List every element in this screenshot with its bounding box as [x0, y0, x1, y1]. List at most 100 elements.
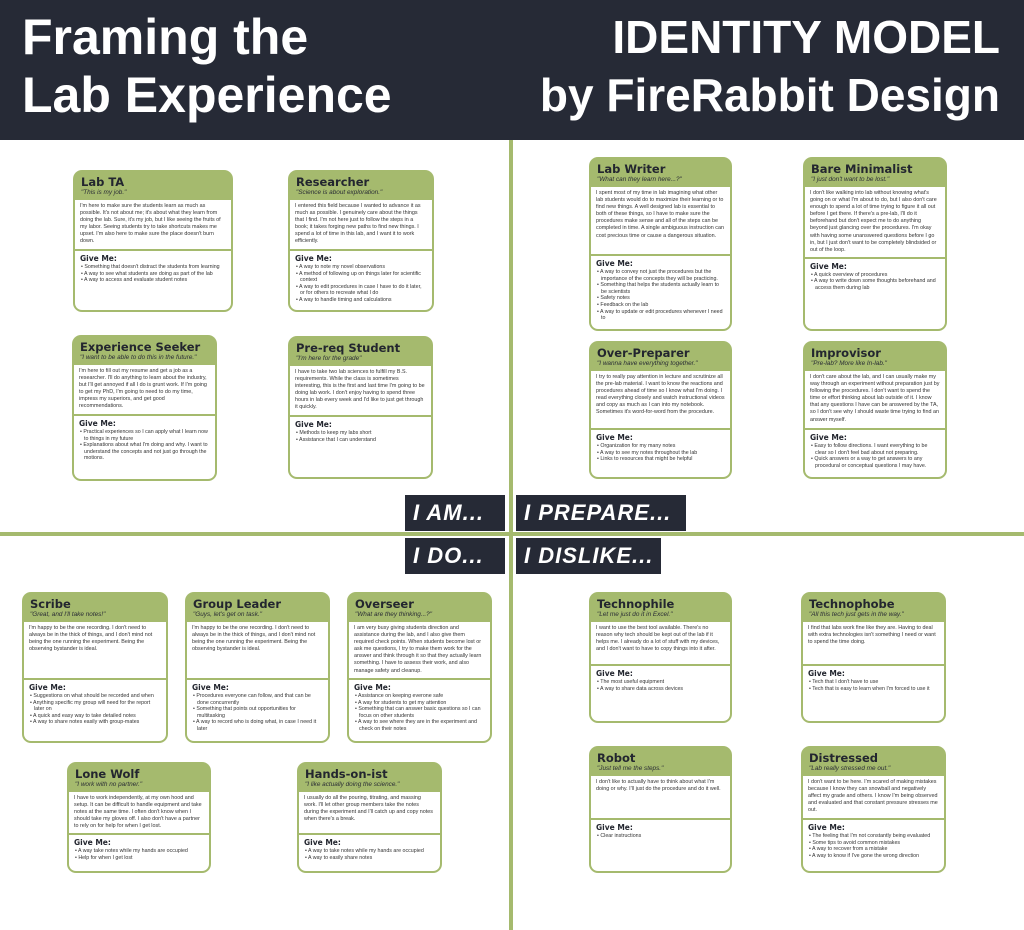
- give-me-heading: Give Me:: [295, 420, 332, 429]
- give-me-heading: Give Me:: [79, 419, 116, 428]
- give-me-heading: Give Me:: [354, 683, 391, 692]
- give-me-item: Help for when I get lost: [74, 855, 204, 862]
- persona-description: I entered this field because I wanted to…: [290, 200, 432, 249]
- persona-quote: "I'm here for the grade": [296, 355, 362, 362]
- give-me-item: A way to see my notes throughout the lab: [596, 450, 725, 457]
- give-me-heading: Give Me:: [29, 683, 66, 692]
- persona-title: Technophile: [597, 597, 675, 611]
- give-me-item: Something that doesn't distract the stud…: [80, 264, 226, 271]
- give-me-item: Quick answers or a way to get answers to…: [810, 456, 940, 469]
- persona-quote: "Guys, let's get on task.": [193, 611, 262, 618]
- persona-quote: "What can they learn here...?": [597, 176, 682, 183]
- persona-title: Overseer: [355, 597, 414, 611]
- persona-title: Lab Writer: [597, 162, 666, 176]
- persona-card-pre-req-student: Pre-req Student "I'm here for the grade"…: [288, 336, 433, 479]
- persona-description: I don't like walking into lab without kn…: [805, 187, 945, 257]
- give-me-item: Organization for my many notes: [596, 443, 725, 450]
- give-me-list: Assistance on keeping everone safe A way …: [354, 693, 485, 733]
- give-me-item: Assistance on keeping everone safe: [354, 693, 485, 700]
- horizontal-divider: [0, 532, 1024, 536]
- persona-card-hands-on-ist: Hands-on-ist "I like actually doing the …: [297, 762, 442, 873]
- give-me-heading: Give Me:: [596, 823, 633, 832]
- persona-quote: "Great, and I'll take notes!": [30, 611, 106, 618]
- give-me-list: A way to take notes while my hands are o…: [304, 848, 435, 861]
- quadrant-label-dislike: I DISLIKE...: [516, 538, 662, 574]
- give-me-item: A way to recover from a mistake: [808, 846, 939, 853]
- give-me-item: A way take notes while my hands are occu…: [74, 848, 204, 855]
- give-me-item: A way to convey not just the procedures …: [596, 269, 725, 282]
- give-me-item: Tech that is easy to learn when I'm forc…: [808, 686, 939, 693]
- give-me-heading: Give Me:: [596, 259, 633, 268]
- persona-card-lab-ta: Lab TA "This is my job." I'm here to mak…: [73, 170, 233, 312]
- persona-card-robot: Robot "Just tell me the steps." I don't …: [589, 746, 732, 873]
- persona-description: I want to use the best tool available. T…: [591, 622, 730, 664]
- persona-card-lone-wolf: Lone Wolf "I work with no partner." I ha…: [67, 762, 211, 873]
- give-me-item: A way to record who is doing what, in ca…: [192, 719, 323, 732]
- persona-title: Lone Wolf: [75, 767, 140, 781]
- give-me-item: A way to see where they are in the exper…: [354, 719, 485, 732]
- give-me-section: Give Me:Procedures everyone can follow, …: [187, 680, 328, 741]
- persona-description: I'm happy to be the one recording. I don…: [24, 622, 166, 678]
- give-me-heading: Give Me:: [295, 254, 332, 263]
- title-line-1: Framing the: [22, 9, 309, 65]
- give-me-heading: Give Me:: [810, 261, 847, 271]
- give-me-item: A way to edit procedures in case I have …: [295, 284, 427, 297]
- give-me-item: Something that helps the students actual…: [596, 282, 725, 295]
- give-me-section: Give Me:The most useful equipmentA way t…: [591, 666, 730, 721]
- give-me-item: Links to resources that might be helpful: [596, 456, 725, 463]
- give-me-heading: Give Me:: [810, 433, 847, 442]
- persona-card-technophile: Technophile "Let me just do it in Excel.…: [589, 592, 732, 723]
- give-me-list: A way to note my novel observationsA met…: [295, 264, 427, 304]
- model-line-1: IDENTITY MODEL: [612, 11, 1000, 63]
- give-me-item: A way to handle timing and calculations: [295, 297, 427, 304]
- give-me-heading: Give Me:: [80, 254, 117, 263]
- persona-card-experience-seeker: Experience Seeker "I want to be able to …: [72, 335, 217, 481]
- give-me-item: Safety notes: [596, 295, 725, 302]
- give-me-section: Give Me:Methods to keep my labs shortAss…: [290, 417, 431, 477]
- persona-card-technophobe: Technophobe "All this tech just gets in …: [801, 592, 946, 723]
- give-me-item: The most useful equipment: [596, 679, 725, 686]
- give-me-item: A way to take notes while my hands are o…: [304, 848, 435, 855]
- give-me-item: A way to know if I've gone the wrong dir…: [808, 853, 939, 860]
- give-me-heading: Give Me:: [808, 669, 845, 678]
- persona-card-group-leader: Group Leader "Guys, let's get on task." …: [185, 592, 330, 743]
- give-me-list: Something that doesn't distract the stud…: [80, 264, 226, 284]
- give-me-list: A quick overview of proceduresA way to w…: [810, 272, 940, 292]
- persona-title: Pre-req Student: [296, 341, 401, 355]
- persona-description: I don't care about the lab, and I can us…: [805, 371, 945, 428]
- give-me-item: Clear instructions: [596, 833, 725, 840]
- give-me-item: A way to write down some thoughts before…: [810, 278, 940, 291]
- give-me-section: Give Me:A quick overview of proceduresA …: [805, 258, 945, 329]
- give-me-list: Practical experiences so I can apply wha…: [79, 429, 210, 462]
- persona-card-lab-writer: Lab Writer "What can they learn here...?…: [589, 157, 732, 331]
- persona-title: Scribe: [30, 597, 71, 611]
- give-me-item: Methods to keep my labs short: [295, 430, 426, 437]
- give-me-item: Something that can answer basic question…: [354, 706, 485, 719]
- give-me-item: A way to easily share notes: [304, 855, 435, 862]
- poster-title: Framing the Lab Experience: [22, 8, 392, 124]
- persona-title: Experience Seeker: [80, 340, 201, 354]
- give-me-list: A way to convey not just the procedures …: [596, 269, 725, 322]
- give-me-item: A quick and easy way to take detailed no…: [29, 713, 161, 720]
- give-me-item: Practical experiences so I can apply wha…: [79, 429, 210, 442]
- header-banner: Framing the Lab Experience IDENTITY MODE…: [0, 0, 1024, 140]
- persona-description: I have to take two lab sciences to fulfi…: [290, 366, 431, 415]
- give-me-item: Easy to follow directions. I want everyt…: [810, 443, 940, 456]
- persona-quote: "I like actually doing the science.": [305, 781, 400, 788]
- give-me-list: Tech that I don't have to useTech that i…: [808, 679, 939, 692]
- give-me-item: Feedback on the lab: [596, 302, 725, 309]
- model-line-2: by FireRabbit Design: [539, 69, 1000, 121]
- persona-title: Lab TA: [81, 175, 125, 189]
- persona-title: Group Leader: [193, 597, 282, 611]
- persona-quote: "I want to be able to do this in the fut…: [80, 354, 197, 361]
- give-me-item: A way to see what students are doing as …: [80, 271, 226, 278]
- persona-card-over-preparer: Over-Preparer "I wanna have everything t…: [589, 341, 732, 479]
- give-me-item: A method of following up on things later…: [295, 271, 427, 284]
- give-me-section: Give Me:Practical experiences so I can a…: [74, 416, 215, 479]
- persona-title: Improvisor: [811, 346, 881, 360]
- persona-description: I have to work independently, at my own …: [69, 792, 209, 834]
- give-me-list: The most useful equipmentA way to share …: [596, 679, 725, 692]
- give-me-item: Assistance that I can understand: [295, 437, 426, 444]
- give-me-list: Organization for my many notesA way to s…: [596, 443, 725, 463]
- persona-description: I usually do all the pouring, titrating,…: [299, 792, 440, 833]
